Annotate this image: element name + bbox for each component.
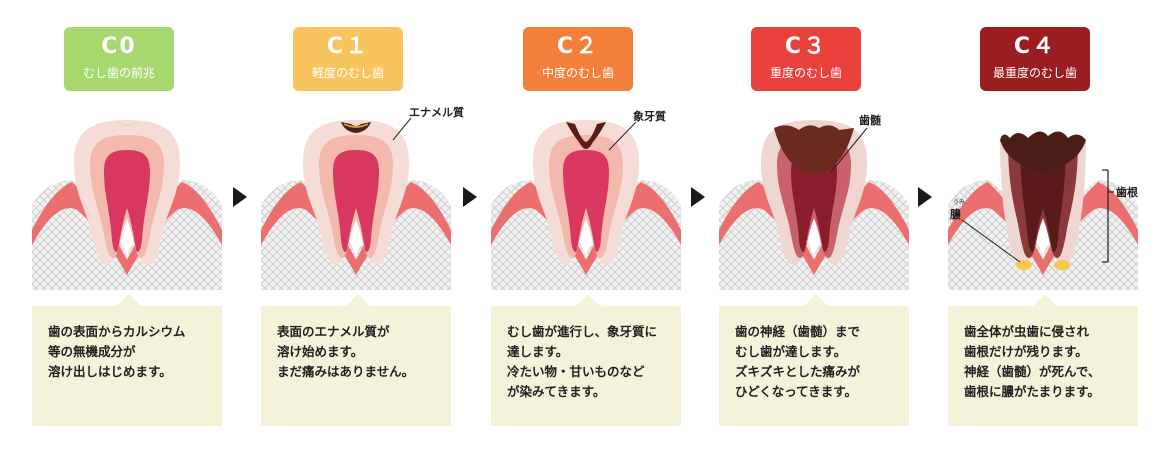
triangle-right-arrow-icon bbox=[918, 187, 932, 207]
triangle-right-arrow-icon bbox=[463, 187, 477, 207]
stage-name: 軽度のむし歯 bbox=[311, 66, 384, 80]
callout-dentin: 象牙質 bbox=[633, 109, 666, 123]
stage-description-c3: 歯の神経（歯髄）まで むし歯が達します。 ズキズキとした痛みが ひどくなってきま… bbox=[719, 294, 909, 426]
stage-c4: C４ 最重度のむし歯 歯根 うみ 膿 歯全体が虫歯に侵され 歯根だけが残ります。… bbox=[948, 0, 1139, 455]
description-line: 歯根だけが残ります。 bbox=[964, 344, 1088, 359]
description-line: 歯の表面からカルシウム bbox=[48, 324, 186, 339]
callout-pus-reading: うみ bbox=[953, 199, 965, 206]
stage-description-c2: むし歯が進行し、象牙質に 達します。 冷たい物・甘いものなど が染みてきます。 bbox=[491, 294, 681, 426]
tooth-illustration-c4: 歯根 うみ 膿 bbox=[948, 131, 1139, 290]
tooth-illustration-c1: エナメル質 bbox=[261, 105, 464, 290]
stage-name: 最重度のむし歯 bbox=[992, 66, 1077, 80]
stage-c1: C１ 軽度のむし歯 エナメル質 表面のエナメル質が 溶け始めます。 まだ痛みはあ… bbox=[261, 0, 464, 455]
description-line: むし歯が達します。 bbox=[735, 344, 847, 359]
description-line: 冷たい物・甘いものなど bbox=[507, 364, 645, 379]
stage-code: C１ bbox=[326, 34, 370, 59]
stage-description-c4: 歯全体が虫歯に侵され 歯根だけが残ります。 神経（歯髄）が死んで、 歯根に膿がた… bbox=[948, 294, 1138, 426]
description-line: が染みてきます。 bbox=[507, 384, 606, 399]
stage-c0: C0 むし歯の前兆 歯の表面からカルシウム 等の無機成分が 溶け出しはじめます。 bbox=[32, 0, 222, 455]
description-line: むし歯が進行し、象牙質に bbox=[507, 324, 658, 339]
description-line: ひどくなってきます。 bbox=[735, 384, 858, 399]
callout-enamel: エナメル質 bbox=[409, 105, 464, 119]
stage-code: C0 bbox=[101, 34, 137, 59]
stage-description-c1: 表面のエナメル質が 溶け始めます。 まだ痛みはありません。 bbox=[261, 294, 451, 426]
tooth-illustration-c0 bbox=[32, 120, 222, 290]
description-line: まだ痛みはありません。 bbox=[277, 364, 415, 379]
stage-c3: C３ 重度のむし歯 歯髄 歯の神経（歯髄）まで むし歯が達します。 ズキズキとし… bbox=[719, 0, 909, 455]
stage-badge-c4: C４ 最重度のむし歯 bbox=[980, 27, 1090, 91]
callout-root: 歯根 bbox=[1116, 185, 1139, 199]
tooth-illustration-c3: 歯髄 bbox=[719, 113, 909, 290]
description-line: 溶け始めます。 bbox=[277, 344, 364, 359]
stage-c2: C２ 中度のむし歯 象牙質 むし歯が進行し、象牙質に 達します。 冷たい物・甘い… bbox=[491, 0, 681, 455]
description-line: 歯の神経（歯髄）まで bbox=[735, 324, 861, 339]
stage-code: C３ bbox=[784, 34, 828, 59]
callout-pus: 膿 bbox=[949, 207, 962, 221]
description-line: 神経（歯髄）が死んで、 bbox=[964, 364, 1101, 379]
stage-badge-c1: C１ 軽度のむし歯 bbox=[293, 27, 403, 91]
description-line: ズキズキとした痛みが bbox=[735, 364, 861, 379]
stage-name: 重度のむし歯 bbox=[769, 66, 842, 80]
stage-name: 中度のむし歯 bbox=[541, 66, 614, 80]
stage-name: むし歯の前兆 bbox=[82, 66, 155, 80]
stage-badge-c3: C３ 重度のむし歯 bbox=[751, 27, 861, 91]
stage-code: C２ bbox=[556, 34, 600, 59]
stage-code: C４ bbox=[1013, 34, 1057, 59]
description-line: 歯根に膿がたまります。 bbox=[964, 384, 1100, 399]
stage-description-c0: 歯の表面からカルシウム 等の無機成分が 溶け出しはじめます。 bbox=[32, 294, 222, 426]
stage-badge-c2: C２ 中度のむし歯 bbox=[523, 27, 633, 91]
description-line: 等の無機成分が bbox=[48, 344, 136, 359]
callout-pulp: 歯髄 bbox=[859, 113, 882, 127]
stage-badge-c0: C0 むし歯の前兆 bbox=[64, 27, 174, 91]
triangle-right-arrow-icon bbox=[233, 187, 247, 207]
triangle-right-arrow-icon bbox=[691, 187, 705, 207]
description-line: 歯全体が虫歯に侵され bbox=[964, 324, 1090, 339]
description-line: 表面のエナメル質が bbox=[277, 324, 390, 339]
tooth-illustration-c2: 象牙質 bbox=[491, 109, 681, 290]
description-line: 溶け出しはじめます。 bbox=[48, 364, 172, 379]
description-line: 達します。 bbox=[507, 344, 569, 359]
